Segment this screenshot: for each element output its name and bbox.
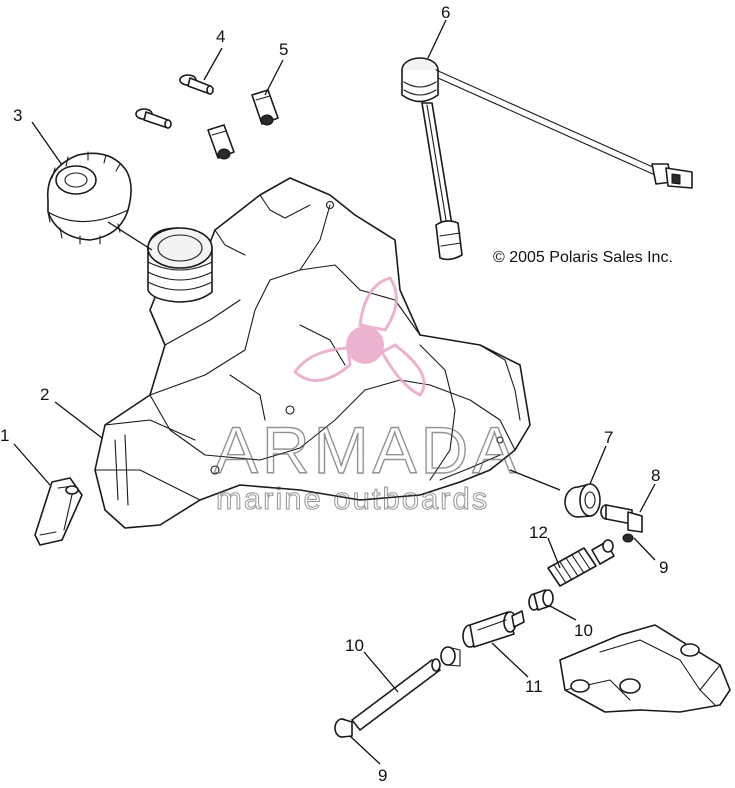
fuel-sender bbox=[401, 57, 693, 261]
grommet bbox=[564, 483, 601, 518]
callout-9-upper: 9 bbox=[659, 558, 668, 577]
screw-lower bbox=[135, 108, 172, 129]
mounting-bracket bbox=[559, 624, 731, 713]
hose-clamp bbox=[334, 718, 353, 738]
clip-nut-upper bbox=[251, 89, 279, 126]
watermark: ARMADA marine outboards bbox=[213, 276, 520, 517]
propeller-logo bbox=[293, 276, 426, 397]
screw-upper bbox=[179, 74, 214, 95]
callout-8: 8 bbox=[651, 466, 660, 485]
fuel-cap bbox=[47, 151, 132, 245]
callout-1: 1 bbox=[0, 426, 9, 445]
callout-11: 11 bbox=[525, 677, 543, 696]
callout-12: 12 bbox=[529, 523, 548, 542]
callout-7: 7 bbox=[604, 428, 613, 447]
callout-labels: 1 2 3 4 5 6 7 8 9 9 10 10 11 12 bbox=[0, 3, 668, 785]
clip-nut-lower bbox=[207, 124, 235, 160]
callout-3: 3 bbox=[13, 106, 22, 125]
callout-6: 6 bbox=[441, 3, 450, 22]
callout-2: 2 bbox=[40, 385, 49, 404]
callout-10-left: 10 bbox=[345, 636, 364, 655]
copyright-notice: © 2005 Polaris Sales Inc. bbox=[493, 249, 673, 266]
watermark-brand: ARMADA bbox=[214, 413, 520, 487]
callout-4: 4 bbox=[216, 27, 225, 46]
elbow-fitting bbox=[600, 504, 643, 543]
fuel-filter bbox=[462, 610, 525, 648]
callout-5: 5 bbox=[279, 40, 288, 59]
callout-10-right: 10 bbox=[574, 621, 593, 640]
leader-lines bbox=[13, 19, 656, 765]
callout-9-lower: 9 bbox=[378, 766, 387, 785]
hose-short bbox=[528, 589, 554, 611]
watermark-tagline: marine outboards bbox=[216, 481, 489, 516]
filler-neck bbox=[147, 227, 213, 303]
spring-fitting bbox=[547, 539, 615, 587]
bracket-clip bbox=[34, 477, 83, 546]
hose-long bbox=[351, 646, 461, 731]
